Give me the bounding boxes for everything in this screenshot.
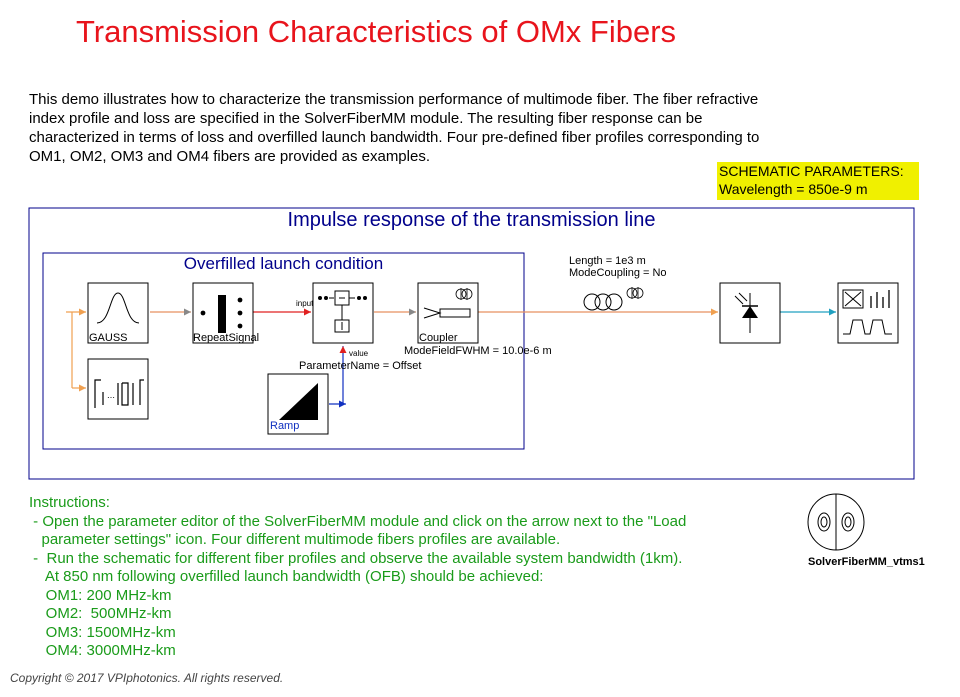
pulse-pattern-module[interactable]: …	[87, 358, 149, 420]
schematic-parameters-heading: SCHEMATIC PARAMETERS:	[719, 163, 904, 179]
instruction-line: OM4: 3000MHz-km	[29, 642, 176, 659]
instruction-line: parameter settings" icon. Four different…	[29, 531, 561, 548]
offset-module[interactable]	[312, 282, 374, 344]
solver-label: SolverFiberMM_vtms1	[808, 556, 925, 568]
gauss-module[interactable]	[87, 282, 149, 344]
coupler-label: Coupler	[419, 332, 458, 344]
photodetector-module[interactable]	[719, 282, 781, 344]
instruction-line: - Run the schematic for different fiber …	[29, 549, 683, 567]
coupler-module[interactable]	[417, 282, 479, 344]
inner-box-title: Overfilled launch condition	[183, 254, 384, 273]
solver-fiber-mm-icon[interactable]	[807, 493, 865, 551]
schematic-parameters-box[interactable]: SCHEMATIC PARAMETERS: Wavelength = 850e-…	[717, 162, 919, 200]
signal-wires	[66, 308, 836, 408]
ramp-label: Ramp	[270, 420, 300, 432]
value-port-label: value	[349, 349, 369, 358]
mode-field-annotation: ModeFieldFWHM = 10.0e-6 m	[404, 345, 552, 357]
intro-text: This demo illustrates how to characteriz…	[29, 91, 760, 165]
instruction-line: OM3: 1500MHz-km	[29, 623, 176, 641]
instructions-block: Instructions: - Open the parameter edito…	[29, 494, 789, 661]
signal-analyzer-module[interactable]	[837, 282, 899, 344]
fiber-length-annotation: Length = 1e3 m	[569, 255, 646, 267]
instruction-line: At 850 nm following overfilled launch ba…	[29, 568, 544, 585]
instructions-heading: Instructions:	[29, 494, 110, 511]
instruction-line: OM2: 500MHz-km	[29, 605, 172, 622]
ramp-module[interactable]	[267, 373, 329, 435]
copyright-text: Copyright © 2017 VPIphotonics. All right…	[10, 671, 284, 685]
parameter-name-annotation: ParameterName = Offset	[299, 360, 422, 372]
repeat-signal-label: RepeatSignal	[193, 332, 260, 344]
wavelength-parameter: Wavelength = 850e-9 m	[719, 181, 868, 197]
multimode-fiber-spool[interactable]	[583, 287, 644, 311]
instruction-line: - Open the parameter editor of the Solve…	[29, 512, 687, 530]
repeat-signal-module[interactable]	[192, 282, 254, 344]
instruction-line: OM1: 200 MHz-km	[29, 586, 172, 604]
outer-box-title: Impulse response of the transmission lin…	[287, 209, 656, 231]
svg-text:…: …	[107, 391, 115, 400]
gauss-label: GAUSS	[89, 332, 128, 344]
mode-coupling-annotation: ModeCoupling = No	[569, 267, 667, 279]
input-port-label: input	[296, 299, 314, 308]
page-title: Transmission Characteristics of OMx Fibe…	[76, 14, 677, 49]
outer-subsystem-box	[28, 207, 915, 480]
inner-subsystem-box	[42, 252, 525, 450]
